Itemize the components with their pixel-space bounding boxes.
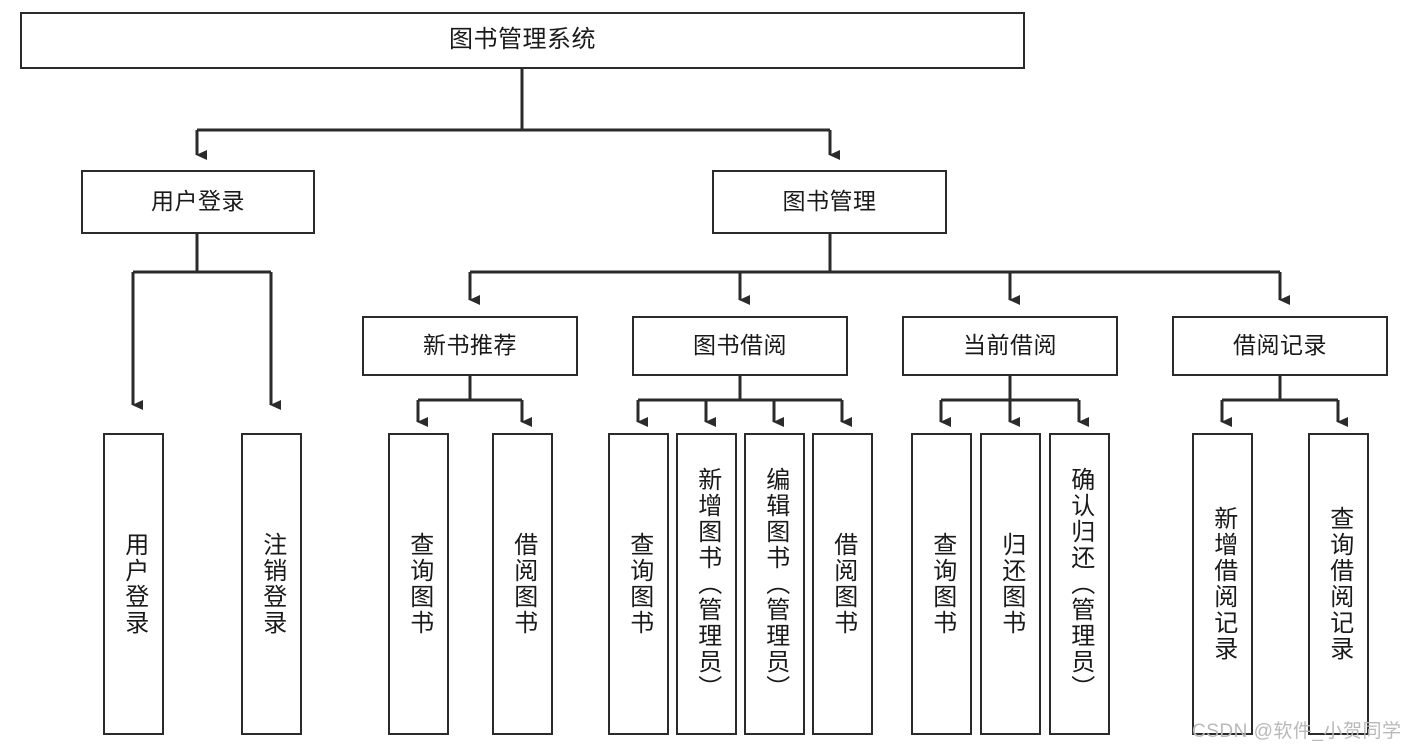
leaf-label: 查询借阅记录 xyxy=(1325,506,1353,662)
node-borrow-record[interactable]: 借阅记录 xyxy=(1172,316,1388,376)
node-book-manage-label: 图书管理 xyxy=(782,188,877,215)
leaf-label: 注销登录 xyxy=(258,532,286,636)
leaf-label: 用户登录 xyxy=(120,532,148,636)
leaf-label: 确认归还（管理员） xyxy=(1066,467,1094,701)
leaf-new-book-query[interactable]: 查询图书 xyxy=(388,433,449,735)
node-root-label: 图书管理系统 xyxy=(449,26,596,54)
leaf-label: 查询图书 xyxy=(625,532,653,636)
node-borrow-record-label: 借阅记录 xyxy=(1233,332,1327,359)
leaf-new-book-borrow[interactable]: 借阅图书 xyxy=(492,433,553,735)
leaf-label: 借阅图书 xyxy=(509,532,537,636)
leaf-user-login-signout[interactable]: 注销登录 xyxy=(241,433,302,735)
leaf-current-borrow-query[interactable]: 查询图书 xyxy=(911,433,972,735)
node-root[interactable]: 图书管理系统 xyxy=(20,12,1025,69)
leaf-current-borrow-confirm[interactable]: 确认归还（管理员） xyxy=(1049,433,1110,735)
leaf-borrow-record-query[interactable]: 查询借阅记录 xyxy=(1308,433,1369,735)
node-user-login-label: 用户登录 xyxy=(151,188,245,215)
leaf-label: 查询图书 xyxy=(928,532,956,636)
node-user-login[interactable]: 用户登录 xyxy=(81,170,315,234)
leaf-label: 查询图书 xyxy=(405,532,433,636)
node-current-borrow[interactable]: 当前借阅 xyxy=(902,316,1118,376)
leaf-borrow-record-add[interactable]: 新增借阅记录 xyxy=(1192,433,1253,735)
leaf-label: 归还图书 xyxy=(997,532,1025,636)
node-book-borrow-label: 图书借阅 xyxy=(693,332,787,359)
node-book-manage[interactable]: 图书管理 xyxy=(712,170,947,234)
leaf-book-borrow-lend[interactable]: 借阅图书 xyxy=(812,433,873,735)
leaf-current-borrow-return[interactable]: 归还图书 xyxy=(980,433,1041,735)
node-current-borrow-label: 当前借阅 xyxy=(963,332,1057,359)
leaf-label: 新增图书（管理员） xyxy=(693,467,721,701)
watermark: CSDN @软件_小贺同学 xyxy=(1192,721,1402,742)
node-book-borrow[interactable]: 图书借阅 xyxy=(632,316,848,376)
leaf-book-borrow-add[interactable]: 新增图书（管理员） xyxy=(676,433,737,735)
leaf-label: 编辑图书（管理员） xyxy=(761,467,789,701)
leaf-label: 借阅图书 xyxy=(829,532,857,636)
node-new-book-recommend-label: 新书推荐 xyxy=(423,332,517,359)
leaf-book-borrow-edit[interactable]: 编辑图书（管理员） xyxy=(744,433,805,735)
leaf-book-borrow-query[interactable]: 查询图书 xyxy=(608,433,669,735)
node-new-book-recommend[interactable]: 新书推荐 xyxy=(362,316,578,376)
leaf-label: 新增借阅记录 xyxy=(1209,506,1237,662)
leaf-user-login-signin[interactable]: 用户登录 xyxy=(103,433,164,735)
